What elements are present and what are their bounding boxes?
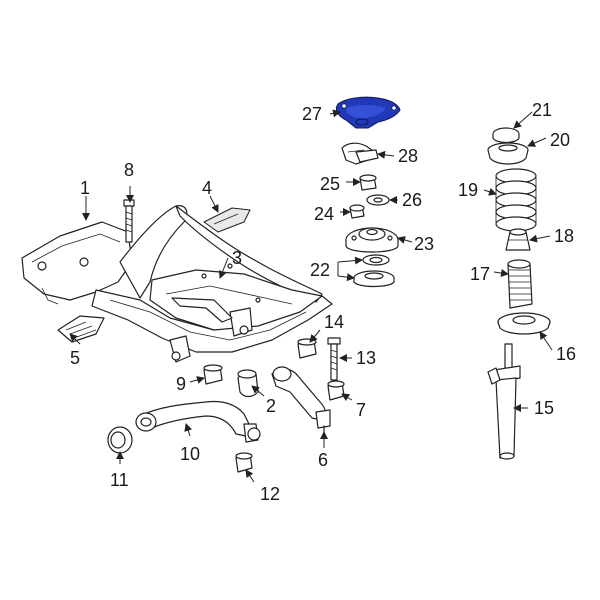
callout-7: 7 [356,400,366,420]
callout-22: 22 [310,260,330,280]
bolt-13[interactable] [327,337,341,381]
leader-lines [69,109,553,483]
strut-mount-23[interactable] [345,227,399,253]
callout-24: 24 [314,204,334,224]
callout-8: 8 [124,160,134,180]
bolt-8[interactable] [123,199,135,243]
bracket-4[interactable] [203,207,251,233]
strut-15[interactable] [487,343,521,460]
callout-2: 2 [266,396,276,416]
cap-21[interactable] [492,127,520,144]
washer-26[interactable] [366,194,390,206]
control-arm-10[interactable] [135,400,261,443]
bushing-2[interactable] [237,369,259,398]
bump-stop-18[interactable] [505,228,531,251]
callout-25: 25 [320,174,340,194]
callout-labels: 1 2 3 4 5 6 7 8 9 10 11 12 13 14 15 16 1… [70,100,576,504]
callout-13: 13 [356,348,376,368]
nut-7[interactable] [327,380,345,401]
callout-5: 5 [70,348,80,368]
bearing-22[interactable] [353,254,395,288]
callout-23: 23 [414,234,434,254]
callout-15: 15 [534,398,554,418]
callout-21: 21 [532,100,552,120]
callout-28: 28 [398,146,418,166]
callout-10: 10 [180,444,200,464]
coil-spring-19[interactable] [495,168,537,232]
crossmember-subframe[interactable] [21,205,333,363]
spring-seat-16[interactable] [497,312,551,335]
nut-12[interactable] [235,452,253,473]
callout-17: 17 [470,264,490,284]
strut-mount-brace-highlighted[interactable] [335,96,401,129]
callout-16: 16 [556,344,576,364]
bushing-11[interactable] [107,426,133,454]
callout-11: 11 [110,470,129,490]
callout-18: 18 [554,226,574,246]
callout-27: 27 [302,104,322,124]
spring-seat-20[interactable] [487,142,529,165]
strut-insulator-28[interactable] [341,142,379,165]
callout-19: 19 [458,180,478,200]
callout-12: 12 [260,484,280,504]
nut-14[interactable] [297,338,317,359]
callout-26: 26 [402,190,422,210]
callout-9: 9 [176,374,186,394]
callout-14: 14 [324,312,344,332]
callout-1: 1 [80,178,90,198]
nut-24[interactable] [349,204,365,219]
callout-3: 3 [232,248,242,268]
skid-bracket[interactable] [57,315,105,343]
callout-4: 4 [202,178,212,198]
callout-20: 20 [550,130,570,150]
nut-9[interactable] [203,364,223,385]
nut-25[interactable] [359,174,377,191]
dust-boot-17[interactable] [507,259,533,309]
callout-6: 6 [318,450,328,470]
control-arm-6[interactable] [271,366,331,437]
